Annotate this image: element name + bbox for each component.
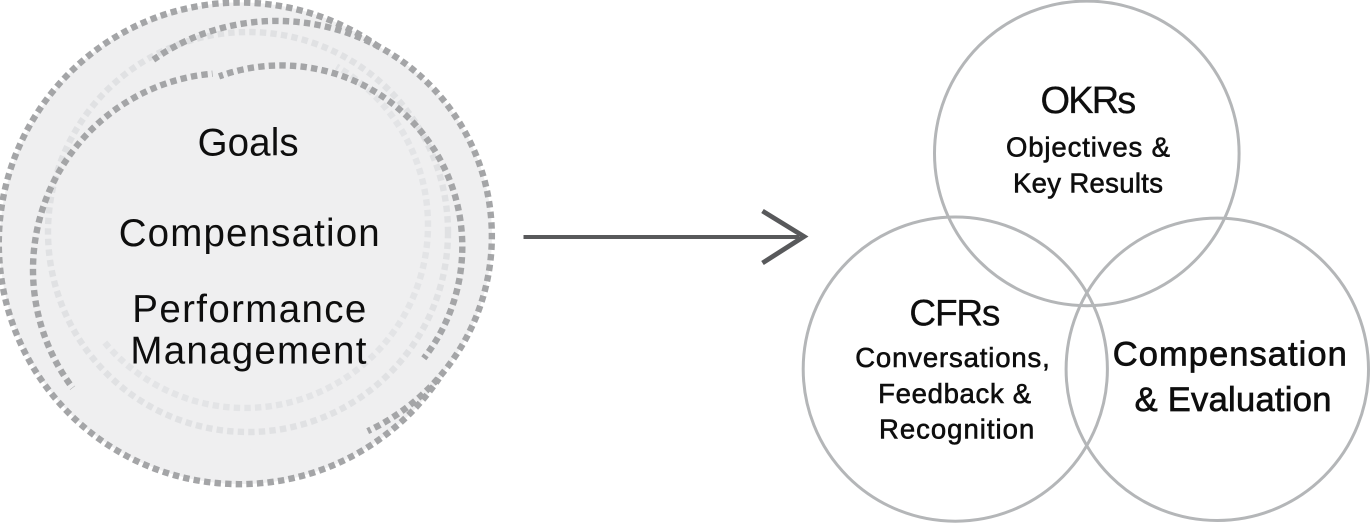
svg-text:Feedback &: Feedback & xyxy=(878,378,1031,409)
svg-text:Compensation: Compensation xyxy=(119,212,380,255)
svg-text:& Evaluation: & Evaluation xyxy=(1135,381,1332,419)
svg-text:CFRs: CFRs xyxy=(909,293,1000,334)
svg-text:Compensation: Compensation xyxy=(1113,336,1347,374)
svg-text:Goals: Goals xyxy=(198,121,299,164)
svg-text:Recognition: Recognition xyxy=(879,413,1034,444)
svg-text:Conversations,: Conversations, xyxy=(855,342,1050,373)
svg-text:Management: Management xyxy=(130,330,366,373)
svg-text:OKRs: OKRs xyxy=(1041,80,1137,122)
svg-text:Key Results: Key Results xyxy=(1013,167,1163,198)
svg-text:Objectives &: Objectives & xyxy=(1006,132,1170,163)
svg-text:Performance: Performance xyxy=(132,288,366,331)
